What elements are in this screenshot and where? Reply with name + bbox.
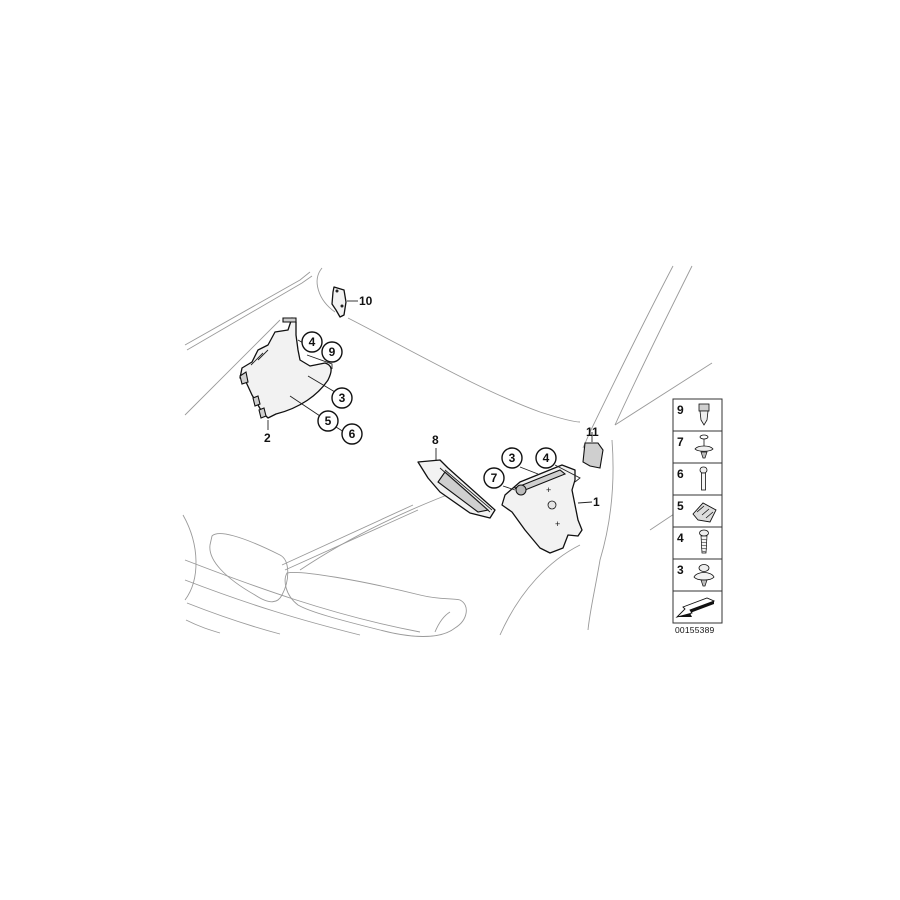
part-1-bracket: + + <box>501 464 593 554</box>
part-10-bracket <box>331 286 358 318</box>
label-11: 11 <box>586 425 599 439</box>
callouts-right: 3 4 7 <box>483 447 581 491</box>
screw-icon <box>699 529 709 554</box>
spring-nut-icon <box>692 502 717 523</box>
direction-arrow-icon <box>675 597 716 618</box>
part-2-left-cover <box>239 317 332 419</box>
part-11-bracket <box>582 432 604 469</box>
svg-text:+: + <box>555 519 560 529</box>
callout-right-7: 7 <box>491 471 498 485</box>
svg-text:+: + <box>546 485 551 495</box>
plain-labels: 2 10 8 11 1 <box>264 294 600 509</box>
part-8-trim-panel <box>417 448 496 519</box>
callout-left-4: 4 <box>309 335 316 349</box>
callout-left-5: 5 <box>325 414 332 428</box>
callouts-left: 4 9 3 5 6 <box>289 331 363 445</box>
callout-right-3: 3 <box>509 451 516 465</box>
document-number: 00155389 <box>675 625 714 635</box>
callout-right-4: 4 <box>543 451 550 465</box>
bolt-icon <box>699 466 708 491</box>
fastener-legend: 9 7 6 5 4 <box>672 398 723 635</box>
legend-number-5: 5 <box>677 499 684 513</box>
legend-number-6: 6 <box>677 467 684 481</box>
label-10: 10 <box>359 294 373 308</box>
legend-number-4: 4 <box>677 531 684 545</box>
clip-icon <box>698 403 710 426</box>
legend-number-9: 9 <box>677 403 684 417</box>
callout-left-3: 3 <box>339 391 346 405</box>
legend-number-7: 7 <box>677 435 684 449</box>
callout-left-9: 9 <box>329 345 336 359</box>
rivet-with-washer-icon <box>694 434 714 459</box>
callout-left-6: 6 <box>349 427 356 441</box>
car-outline <box>182 265 713 637</box>
label-8: 8 <box>432 433 439 447</box>
label-1: 1 <box>593 495 600 509</box>
legend-number-3: 3 <box>677 563 684 577</box>
label-2: 2 <box>264 431 271 445</box>
expanding-rivet-icon <box>693 564 715 587</box>
